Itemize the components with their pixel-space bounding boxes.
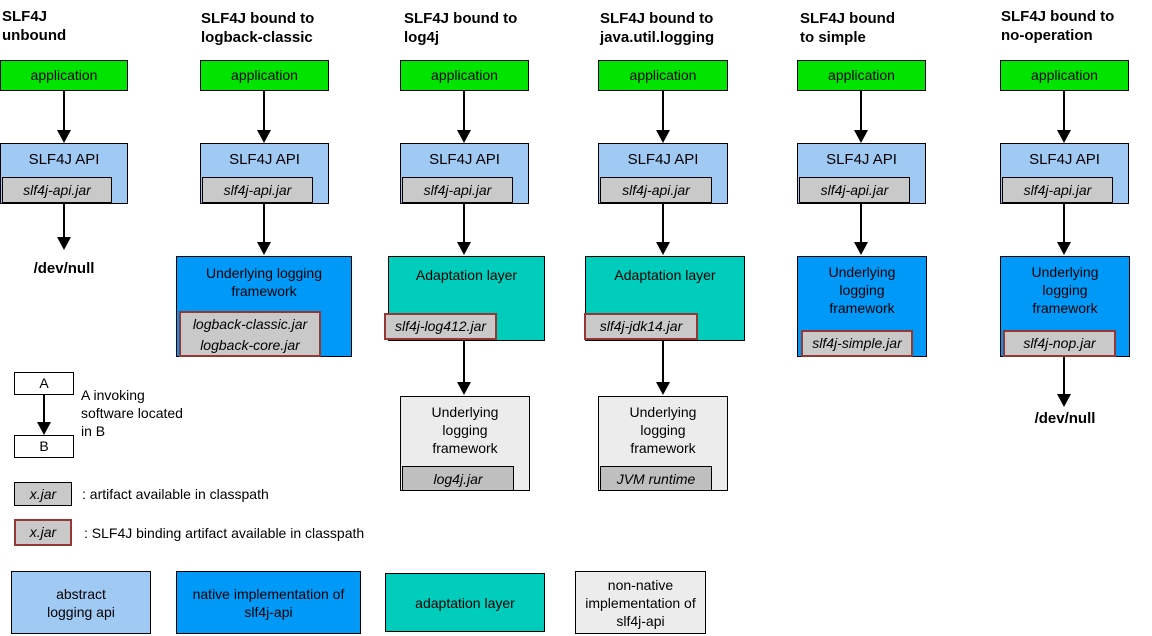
framework-label: Underlying logging framework [1031, 264, 1099, 316]
slf4j-api-box: SLF4J API slf4j-api.jar [598, 143, 728, 204]
arrow-api-to-adaptation [656, 204, 670, 255]
log4j-jar-badge: log4j.jar [402, 466, 514, 491]
adaptation-label: Adaptation layer [614, 267, 716, 283]
column-title-simple: SLF4J bound to simple [800, 10, 895, 46]
slf4j-api-jar-badge: slf4j-api.jar [1002, 177, 1113, 203]
application-box: application [797, 60, 926, 91]
adaptation-layer-box-jul: Adaptation layer slf4j-jdk14.jar [584, 256, 745, 341]
slf4j-api-jar-badge: slf4j-api.jar [799, 177, 910, 203]
arrow-adaptation-to-framework [656, 341, 670, 395]
slf4j-api-label: SLF4J API [1029, 151, 1100, 168]
column-title-log4j: SLF4J bound to log4j [404, 10, 518, 46]
slf4j-api-label: SLF4J API [28, 151, 100, 168]
slf4j-jdk14-jar-badge: slf4j-jdk14.jar [584, 313, 698, 340]
arrow-app-to-api [57, 91, 71, 143]
arrow-app-to-api [457, 91, 471, 143]
framework-label: Underlying logging framework [828, 264, 896, 316]
framework-label: Underlying logging framework [629, 404, 697, 456]
framework-label: Underlying logging framework [431, 404, 499, 456]
underlying-framework-box-logback: Underlying logging framework logback-cla… [176, 256, 352, 357]
application-box: application [0, 60, 128, 91]
slf4j-simple-jar-badge: slf4j-simple.jar [801, 330, 913, 357]
arrow-adaptation-to-framework [457, 341, 471, 395]
underlying-framework-box-log4j: Underlying logging framework log4j.jar [400, 396, 530, 491]
underlying-framework-box-jvm: Underlying logging framework JVM runtime [598, 396, 728, 491]
slf4j-api-jar-badge: slf4j-api.jar [600, 177, 712, 203]
application-box: application [1000, 60, 1129, 91]
arrow-api-to-framework [854, 204, 868, 255]
slf4j-api-box: SLF4J API slf4j-api.jar [0, 143, 128, 204]
slf4j-api-jar-badge: slf4j-api.jar [402, 177, 513, 203]
slf4j-api-box: SLF4J API slf4j-api.jar [1000, 143, 1129, 204]
column-title-nop: SLF4J bound to no-operation [1001, 8, 1115, 44]
slf4j-api-label: SLF4J API [229, 151, 300, 168]
underlying-framework-box-nop: Underlying logging framework slf4j-nop.j… [1000, 256, 1130, 357]
legend-artifact-jar-badge: x.jar [14, 482, 72, 506]
adaptation-label: Adaptation layer [415, 267, 518, 283]
arrow-api-to-framework [257, 204, 271, 255]
application-box: application [598, 60, 728, 91]
key-abstract-logging-api: abstract logging api [11, 571, 151, 634]
arrow-app-to-api [656, 91, 670, 143]
dev-null-label: /dev/null [33, 260, 95, 277]
legend-artifact-caption: : artifact available in classpath [82, 486, 269, 502]
key-non-native-implementation: non-native implementation of slf4j-api [575, 571, 706, 634]
slf4j-log412-jar-badge: slf4j-log412.jar [384, 313, 497, 340]
dev-null-label: /dev/null [1034, 410, 1096, 427]
arrow-api-to-adaptation [457, 204, 471, 255]
framework-label: Underlying logging framework [206, 265, 322, 299]
logback-jar-badge: logback-classic.jar logback-core.jar [179, 311, 321, 357]
underlying-framework-box-simple: Underlying logging framework slf4j-simpl… [797, 256, 927, 357]
arrow-api-to-framework [1057, 204, 1071, 255]
adaptation-layer-box-log4j: Adaptation layer slf4j-log412.jar [384, 256, 545, 341]
jvm-runtime-badge: JVM runtime [600, 466, 712, 491]
slf4j-api-jar-badge: slf4j-api.jar [2, 177, 112, 203]
arrow-app-to-api [1057, 91, 1071, 143]
column-title-unbound: SLF4J unbound [2, 8, 67, 44]
slf4j-api-box: SLF4J API slf4j-api.jar [400, 143, 529, 204]
slf4j-api-label: SLF4J API [429, 151, 500, 168]
slf4j-api-label: SLF4J API [826, 151, 897, 168]
key-native-implementation: native implementation of slf4j-api [176, 571, 361, 634]
arrow-nop-to-devnull [1057, 357, 1071, 407]
arrow-api-to-devnull [57, 204, 71, 250]
legend-invoker-box: A [14, 372, 74, 395]
legend-arrow [37, 395, 51, 435]
arrow-app-to-api [854, 91, 868, 143]
application-box: application [400, 60, 529, 91]
slf4j-api-jar-badge: slf4j-api.jar [202, 177, 313, 203]
column-title-jul: SLF4J bound to java.util.logging [600, 10, 715, 46]
legend-binding-caption: : SLF4J binding artifact available in cl… [84, 525, 365, 541]
application-box: application [200, 60, 329, 91]
slf4j-api-box: SLF4J API slf4j-api.jar [797, 143, 926, 204]
legend-binding-jar-badge: x.jar [14, 519, 72, 546]
column-title-logback: SLF4J bound to logback-classic [201, 10, 315, 46]
legend-invokee-box: B [14, 435, 74, 458]
slf4j-api-label: SLF4J API [627, 151, 699, 168]
key-adaptation-layer: adaptation layer [385, 573, 545, 632]
legend-invoke-caption: A invoking software located in B [81, 387, 183, 439]
slf4j-nop-jar-badge: slf4j-nop.jar [1003, 330, 1116, 357]
slf4j-api-box: SLF4J API slf4j-api.jar [200, 143, 329, 204]
arrow-app-to-api [257, 91, 271, 143]
